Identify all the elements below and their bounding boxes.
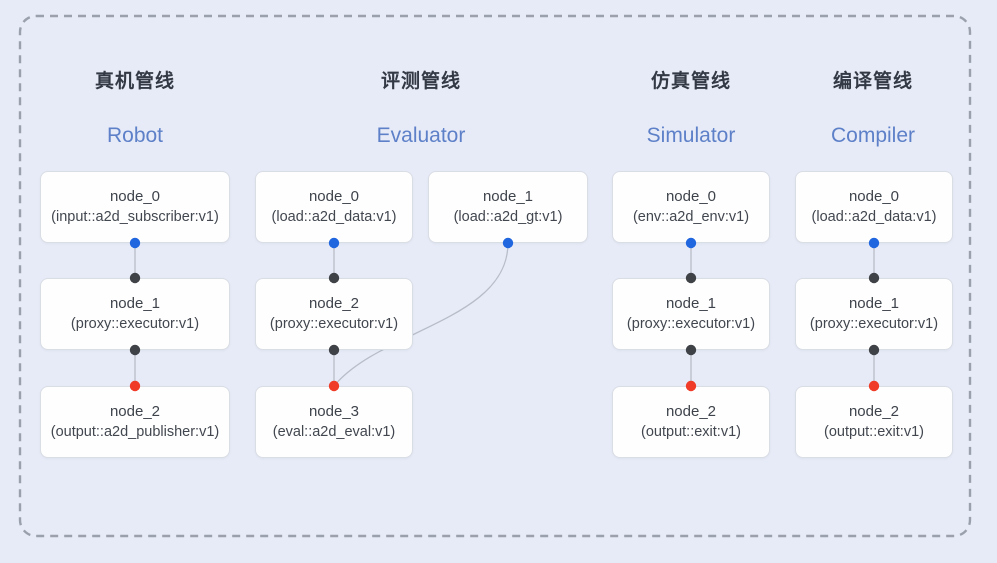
dashed-frame-border bbox=[18, 14, 972, 538]
node-title: node_0 bbox=[665, 188, 717, 205]
node-type: (env::a2d_env:v1) bbox=[632, 209, 750, 225]
node-type: (input::a2d_subscriber:v1) bbox=[51, 209, 219, 225]
node-evaluator-2: node_2 (proxy::executor:v1) bbox=[255, 278, 413, 350]
node-evaluator-1: node_1 (load::a2d_gt:v1) bbox=[428, 171, 588, 243]
node-type: (load::a2d_data:v1) bbox=[271, 209, 397, 225]
node-type: (proxy::executor:v1) bbox=[269, 316, 399, 332]
node-robot-2: node_2 (output::a2d_publisher:v1) bbox=[40, 386, 230, 458]
node-robot-0: node_0 (input::a2d_subscriber:v1) bbox=[40, 171, 230, 243]
node-title: node_1 bbox=[665, 295, 717, 312]
pipeline-title-en-compiler: Compiler bbox=[830, 124, 916, 147]
node-type: (proxy::executor:v1) bbox=[809, 316, 939, 332]
node-type: (output::a2d_publisher:v1) bbox=[50, 424, 220, 440]
node-simulator-2: node_2 (output::exit:v1) bbox=[612, 386, 770, 458]
pipeline-title-cn-compiler: 编译管线 bbox=[832, 71, 913, 92]
node-compiler-1: node_1 (proxy::executor:v1) bbox=[795, 278, 953, 350]
node-title: node_0 bbox=[109, 188, 161, 205]
node-title: node_1 bbox=[848, 295, 900, 312]
node-title: node_2 bbox=[848, 403, 900, 420]
node-title: node_2 bbox=[665, 403, 717, 420]
node-type: (load::a2d_gt:v1) bbox=[453, 209, 563, 225]
node-type: (load::a2d_data:v1) bbox=[811, 209, 937, 225]
node-simulator-1: node_1 (proxy::executor:v1) bbox=[612, 278, 770, 350]
pipeline-title-cn-robot: 真机管线 bbox=[94, 71, 175, 92]
node-type: (proxy::executor:v1) bbox=[626, 316, 756, 332]
node-title: node_2 bbox=[308, 295, 360, 312]
pipeline-title-cn-evaluator: 评测管线 bbox=[380, 71, 461, 92]
node-title: node_0 bbox=[848, 188, 900, 205]
node-evaluator-0: node_0 (load::a2d_data:v1) bbox=[255, 171, 413, 243]
node-type: (output::exit:v1) bbox=[641, 424, 741, 440]
node-evaluator-3: node_3 (eval::a2d_eval:v1) bbox=[255, 386, 413, 458]
node-title: node_1 bbox=[482, 188, 534, 205]
node-title: node_2 bbox=[109, 403, 161, 420]
pipeline-title-en-evaluator: Evaluator bbox=[376, 124, 466, 147]
node-title: node_3 bbox=[308, 403, 360, 420]
node-compiler-2: node_2 (output::exit:v1) bbox=[795, 386, 953, 458]
node-type: (eval::a2d_eval:v1) bbox=[272, 424, 396, 440]
node-type: (proxy::executor:v1) bbox=[70, 316, 200, 332]
node-title: node_0 bbox=[308, 188, 360, 205]
node-robot-1: node_1 (proxy::executor:v1) bbox=[40, 278, 230, 350]
node-simulator-0: node_0 (env::a2d_env:v1) bbox=[612, 171, 770, 243]
node-title: node_1 bbox=[109, 295, 161, 312]
node-compiler-0: node_0 (load::a2d_data:v1) bbox=[795, 171, 953, 243]
node-type: (output::exit:v1) bbox=[824, 424, 924, 440]
pipeline-title-en-robot: Robot bbox=[106, 124, 164, 147]
